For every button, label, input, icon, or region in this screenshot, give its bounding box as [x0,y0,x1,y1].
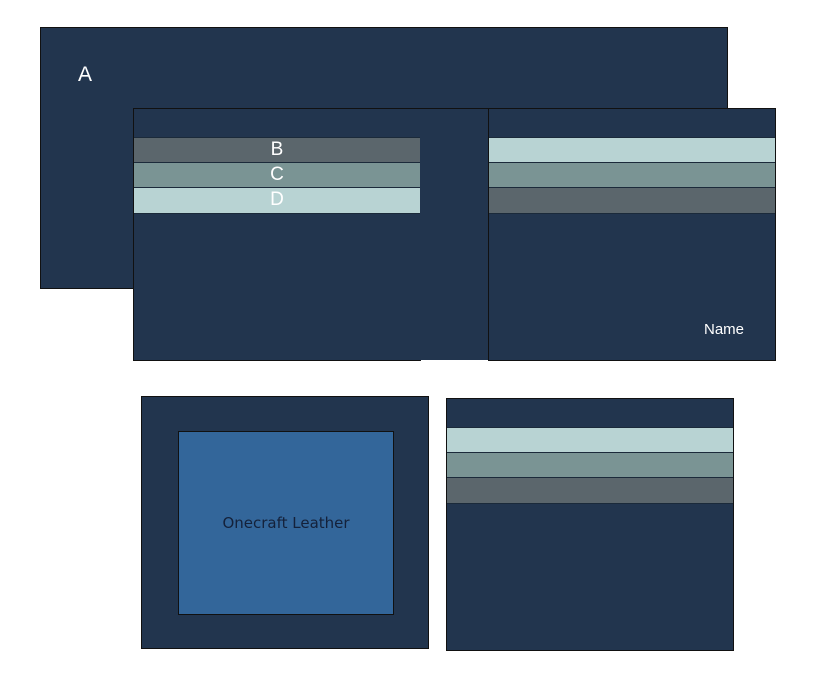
bottom-slot-mid [447,452,733,478]
brand-patch: Onecraft Leather [178,431,394,615]
name-label: Name [704,321,745,338]
right-slot-mid [489,162,775,188]
bottom-slot-dark [447,477,733,504]
spine [420,108,489,360]
bottom-slot-light [447,427,733,453]
right-slot-dark [489,187,775,214]
card-slot-c-label: C [270,164,284,185]
card-slot-b: B [134,137,420,163]
bottom-card-slot-panel [446,398,734,651]
card-slot-d-label: D [270,189,284,210]
card-slot-c: C [134,162,420,188]
back-panel-label: A [78,63,93,86]
card-slot-b-label: B [270,139,284,160]
front-panel: Onecraft Leather [141,396,429,649]
right-card-slot-panel: Name [488,108,776,361]
right-slot-light [489,137,775,163]
left-card-slot-panel: B C D [133,108,421,361]
brand-label: Onecraft Leather [222,514,350,532]
card-slot-d: D [134,187,420,214]
